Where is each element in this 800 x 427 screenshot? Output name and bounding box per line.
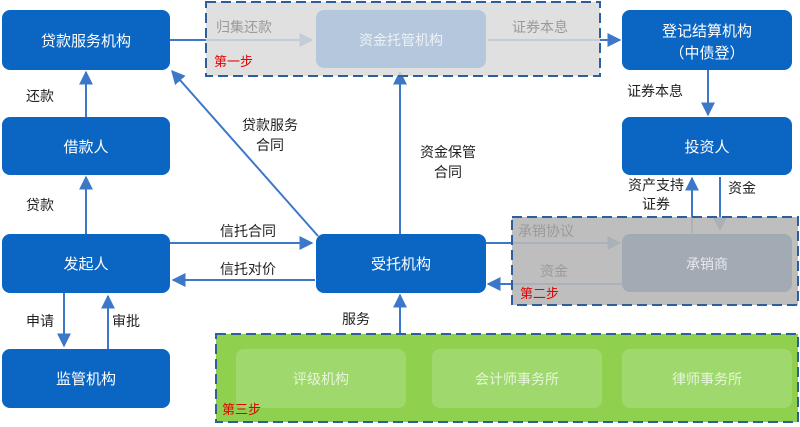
node-originator: 发起人 (2, 234, 170, 293)
node-custodian-label: 资金托管机构 (359, 33, 443, 49)
step1-label: 第一步 (214, 55, 253, 70)
node-rating-agency-label: 评级机构 (293, 372, 349, 388)
node-investor-label: 投资人 (684, 138, 729, 156)
edge-labels: 还款 贷款 申请 审批 贷款服务 合同 资金保管 合同 信托合同 信托对价 证券… (26, 83, 756, 330)
edge-label-apply: 申请 (26, 314, 54, 330)
node-registry-label-line2: （中债登） (669, 44, 744, 62)
edge-label-repay: 还款 (26, 89, 54, 105)
edge-label-trust-contract: 信托合同 (220, 224, 276, 240)
step1-region: 资金托管机构 第一步 归集还款 证券本息 (205, 1, 601, 77)
edge-label-loan-service-contract-line1: 贷款服务 (242, 118, 298, 134)
edge-label-underwriting-agreement: 承销协议 (518, 224, 574, 240)
node-trustee: 受托机构 (316, 234, 486, 293)
edge-label-funds-underwriter: 资金 (540, 264, 568, 280)
step3-label: 第三步 (222, 403, 261, 418)
edge-label-asset-backed-securities-line2: 证券 (642, 197, 670, 213)
node-originator-label: 发起人 (63, 255, 108, 273)
node-regulator: 监管机构 (2, 349, 170, 408)
node-accounting-firm-label: 会计师事务所 (475, 372, 559, 388)
node-registry: 登记结算机构 （中债登） (622, 10, 792, 70)
node-borrower-label: 借款人 (63, 138, 108, 156)
edge-label-securities-principal-interest-right: 证券本息 (627, 83, 683, 100)
arrow-trustee-to-loan-service (171, 69, 319, 237)
node-investor: 投资人 (622, 117, 792, 175)
node-loan-service: 贷款服务机构 (2, 10, 170, 70)
edge-label-approve: 审批 (112, 314, 140, 330)
edge-label-trust-consideration: 信托对价 (220, 262, 276, 278)
step3-region: 评级机构 会计师事务所 律师事务所 第三步 (215, 333, 799, 423)
node-trustee-label: 受托机构 (371, 255, 431, 273)
node-registry-label-line1: 登记结算机构 (662, 22, 752, 40)
edge-label-fund-custody-contract-line1: 资金保管 (420, 145, 476, 161)
edge-label-loan-service-contract-line2: 合同 (256, 138, 284, 154)
node-loan-service-label: 贷款服务机构 (41, 32, 131, 50)
edge-label-loan: 贷款 (26, 198, 54, 214)
edge-label-repayment-collection: 归集还款 (216, 19, 272, 36)
node-law-firm-label: 律师事务所 (672, 372, 742, 388)
node-regulator-label: 监管机构 (56, 370, 116, 388)
edge-label-securities-principal-interest-top: 证券本息 (512, 19, 568, 36)
edge-label-funds-investor: 资金 (728, 181, 756, 197)
step2-label: 第二步 (520, 287, 559, 302)
edge-label-asset-backed-securities-line1: 资产支持 (628, 178, 684, 194)
step2-region: 承销商 第二步 承销协议 资金 (511, 216, 799, 306)
edge-label-fund-custody-contract-line2: 合同 (434, 165, 462, 181)
node-borrower: 借款人 (2, 117, 170, 175)
edge-label-service: 服务 (342, 312, 370, 328)
node-underwriter-label: 承销商 (686, 257, 728, 273)
